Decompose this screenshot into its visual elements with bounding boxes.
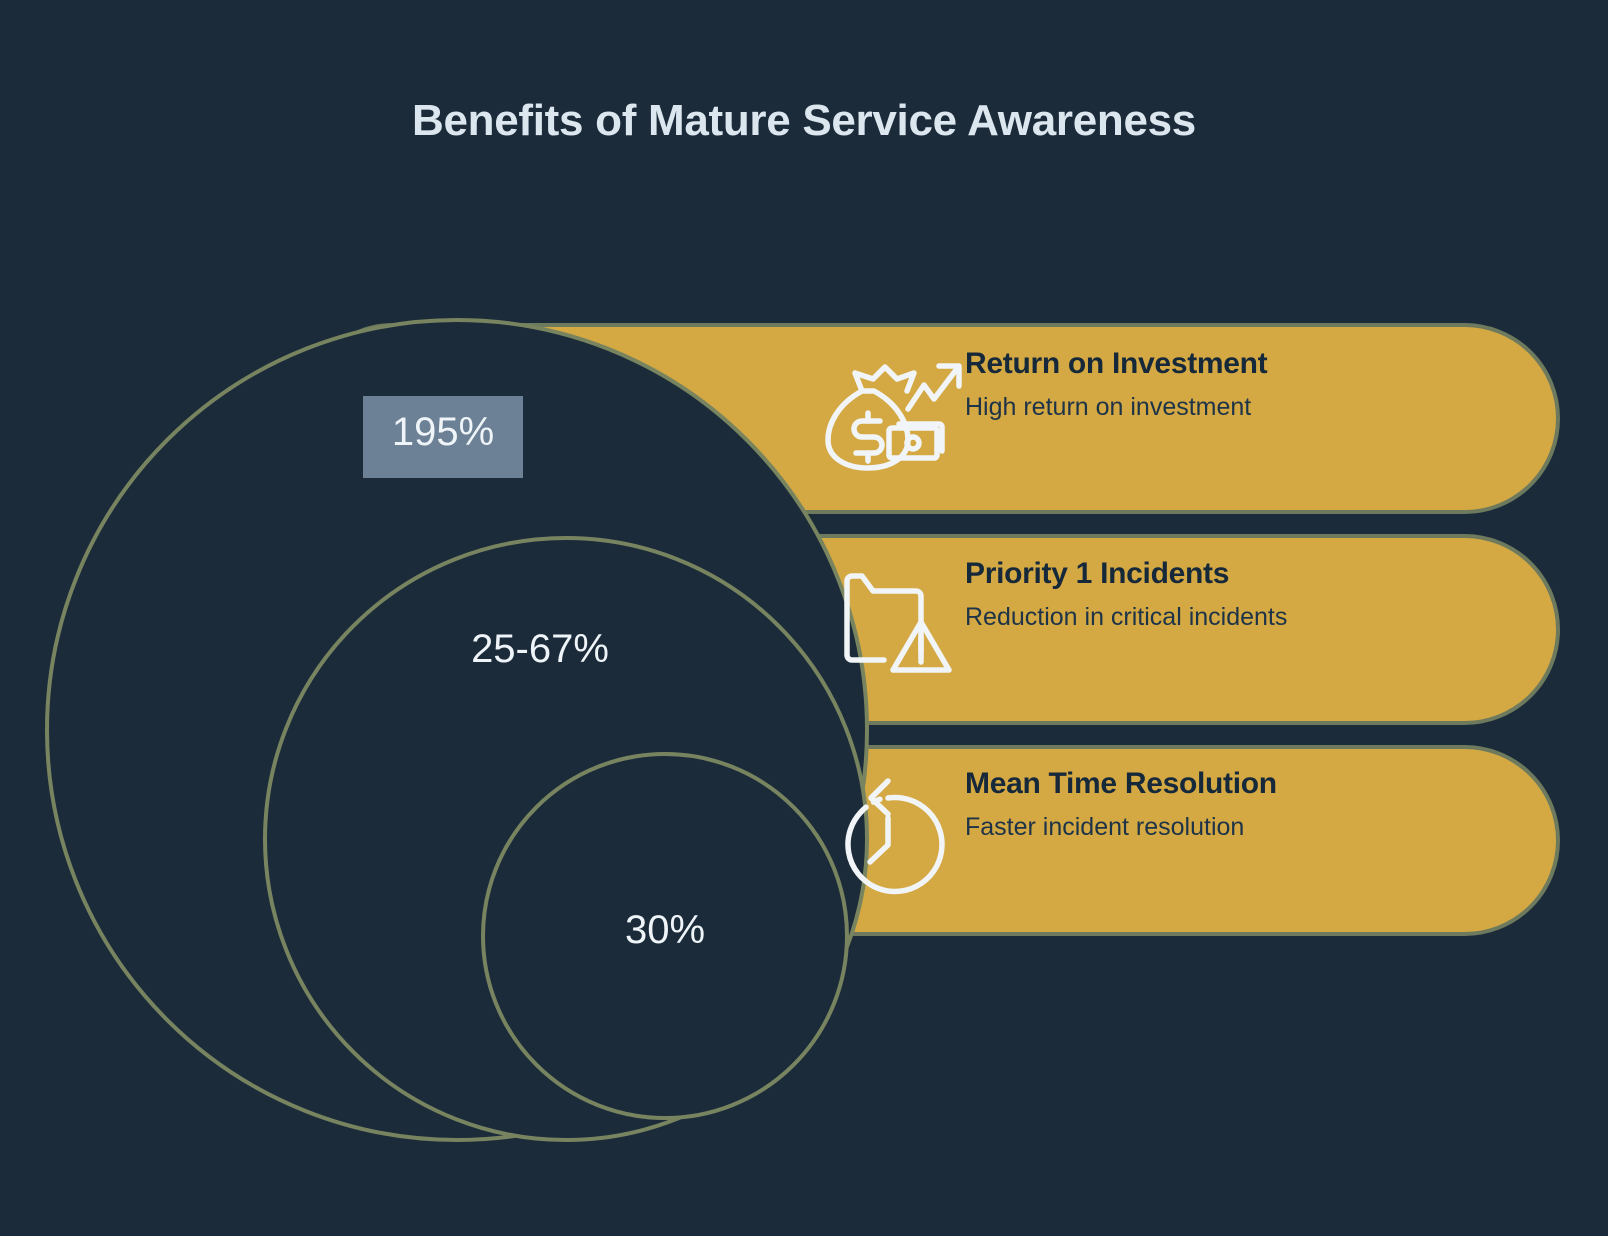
- circle-small-30: [481, 752, 849, 1120]
- bar-label-mean-time-resolution: Mean Time Resolution Faster incident res…: [965, 767, 1277, 842]
- value-mean-time-resolution: 30%: [624, 908, 706, 952]
- clock-rewind-icon: [845, 778, 945, 895]
- page-title: Benefits of Mature Service Awareness: [412, 96, 1196, 145]
- bar-heading: Priority 1 Incidents: [965, 557, 1230, 590]
- bar-subtitle: Faster incident resolution: [965, 813, 1245, 841]
- bar-subtitle: Reduction in critical incidents: [965, 603, 1288, 631]
- value-return-on-investment: 195%: [391, 410, 495, 454]
- proportional-circles: [45, 318, 869, 1142]
- value-priority-1-incidents: 25-67%: [471, 627, 609, 671]
- bar-heading: Mean Time Resolution: [965, 767, 1277, 800]
- bar-heading: Return on Investment: [965, 347, 1268, 380]
- folder-warning-icon: [844, 573, 952, 673]
- bar-label-return-on-investment: Return on Investment High return on inve…: [965, 347, 1268, 422]
- bar-subtitle: High return on investment: [965, 393, 1252, 421]
- money-bag-growth-icon: [825, 363, 962, 471]
- value-highlight-box: [363, 396, 523, 478]
- bar-label-priority-1-incidents: Priority 1 Incidents Reduction in critic…: [965, 557, 1287, 632]
